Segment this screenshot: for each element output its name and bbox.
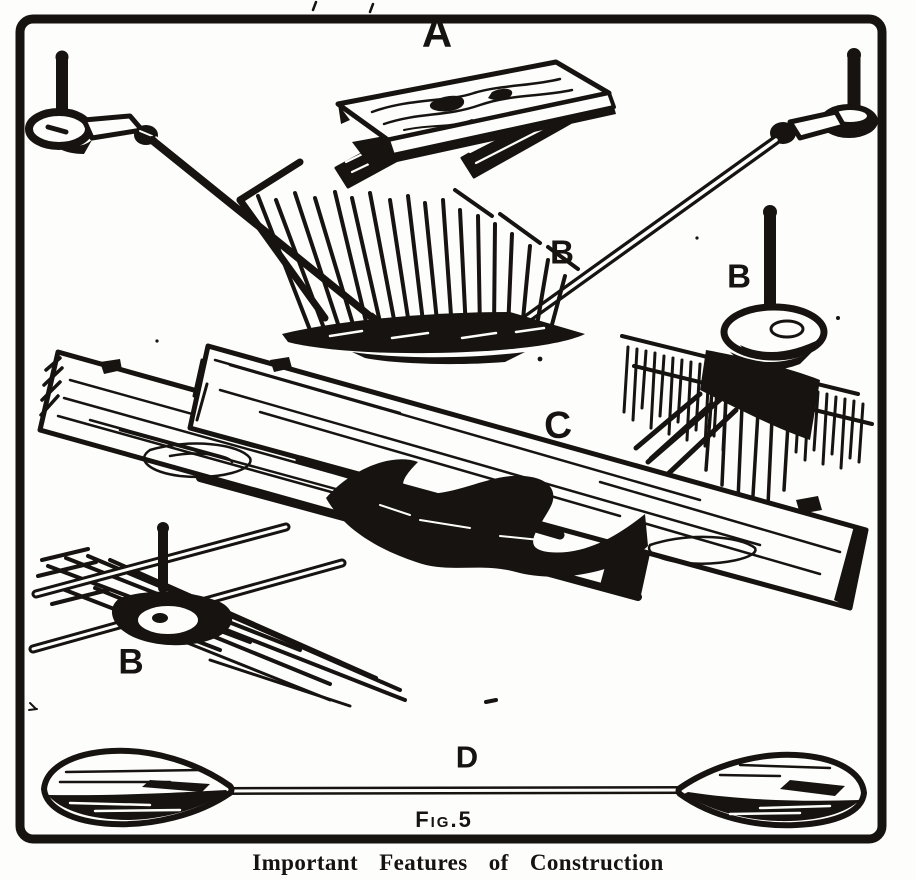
brace-rod-right (523, 135, 781, 323)
figure-caption: Important Features of Construction (252, 850, 664, 875)
eyebolt-left (25, 50, 158, 154)
paddle (41, 747, 867, 829)
canvas-deck (236, 158, 580, 334)
part-label-seat: A (421, 9, 453, 56)
part-label-thumb-nut: B (727, 257, 751, 295)
frame-border (15, 14, 887, 844)
eyebolt-right (770, 48, 878, 144)
part-label-paddle: D (455, 739, 479, 775)
part-label-gunwale-splice: C (542, 403, 574, 449)
figure-number: Fig.5 (415, 807, 473, 832)
stem-piece (282, 312, 585, 365)
thumb-nut-detail (620, 205, 874, 514)
seat-a (334, 59, 616, 189)
part-label-spreader-rod: B (550, 233, 574, 271)
rib-bolt-detail (28, 522, 407, 708)
splice-joint (326, 459, 648, 577)
part-label-rib-bolt: B (118, 642, 144, 682)
